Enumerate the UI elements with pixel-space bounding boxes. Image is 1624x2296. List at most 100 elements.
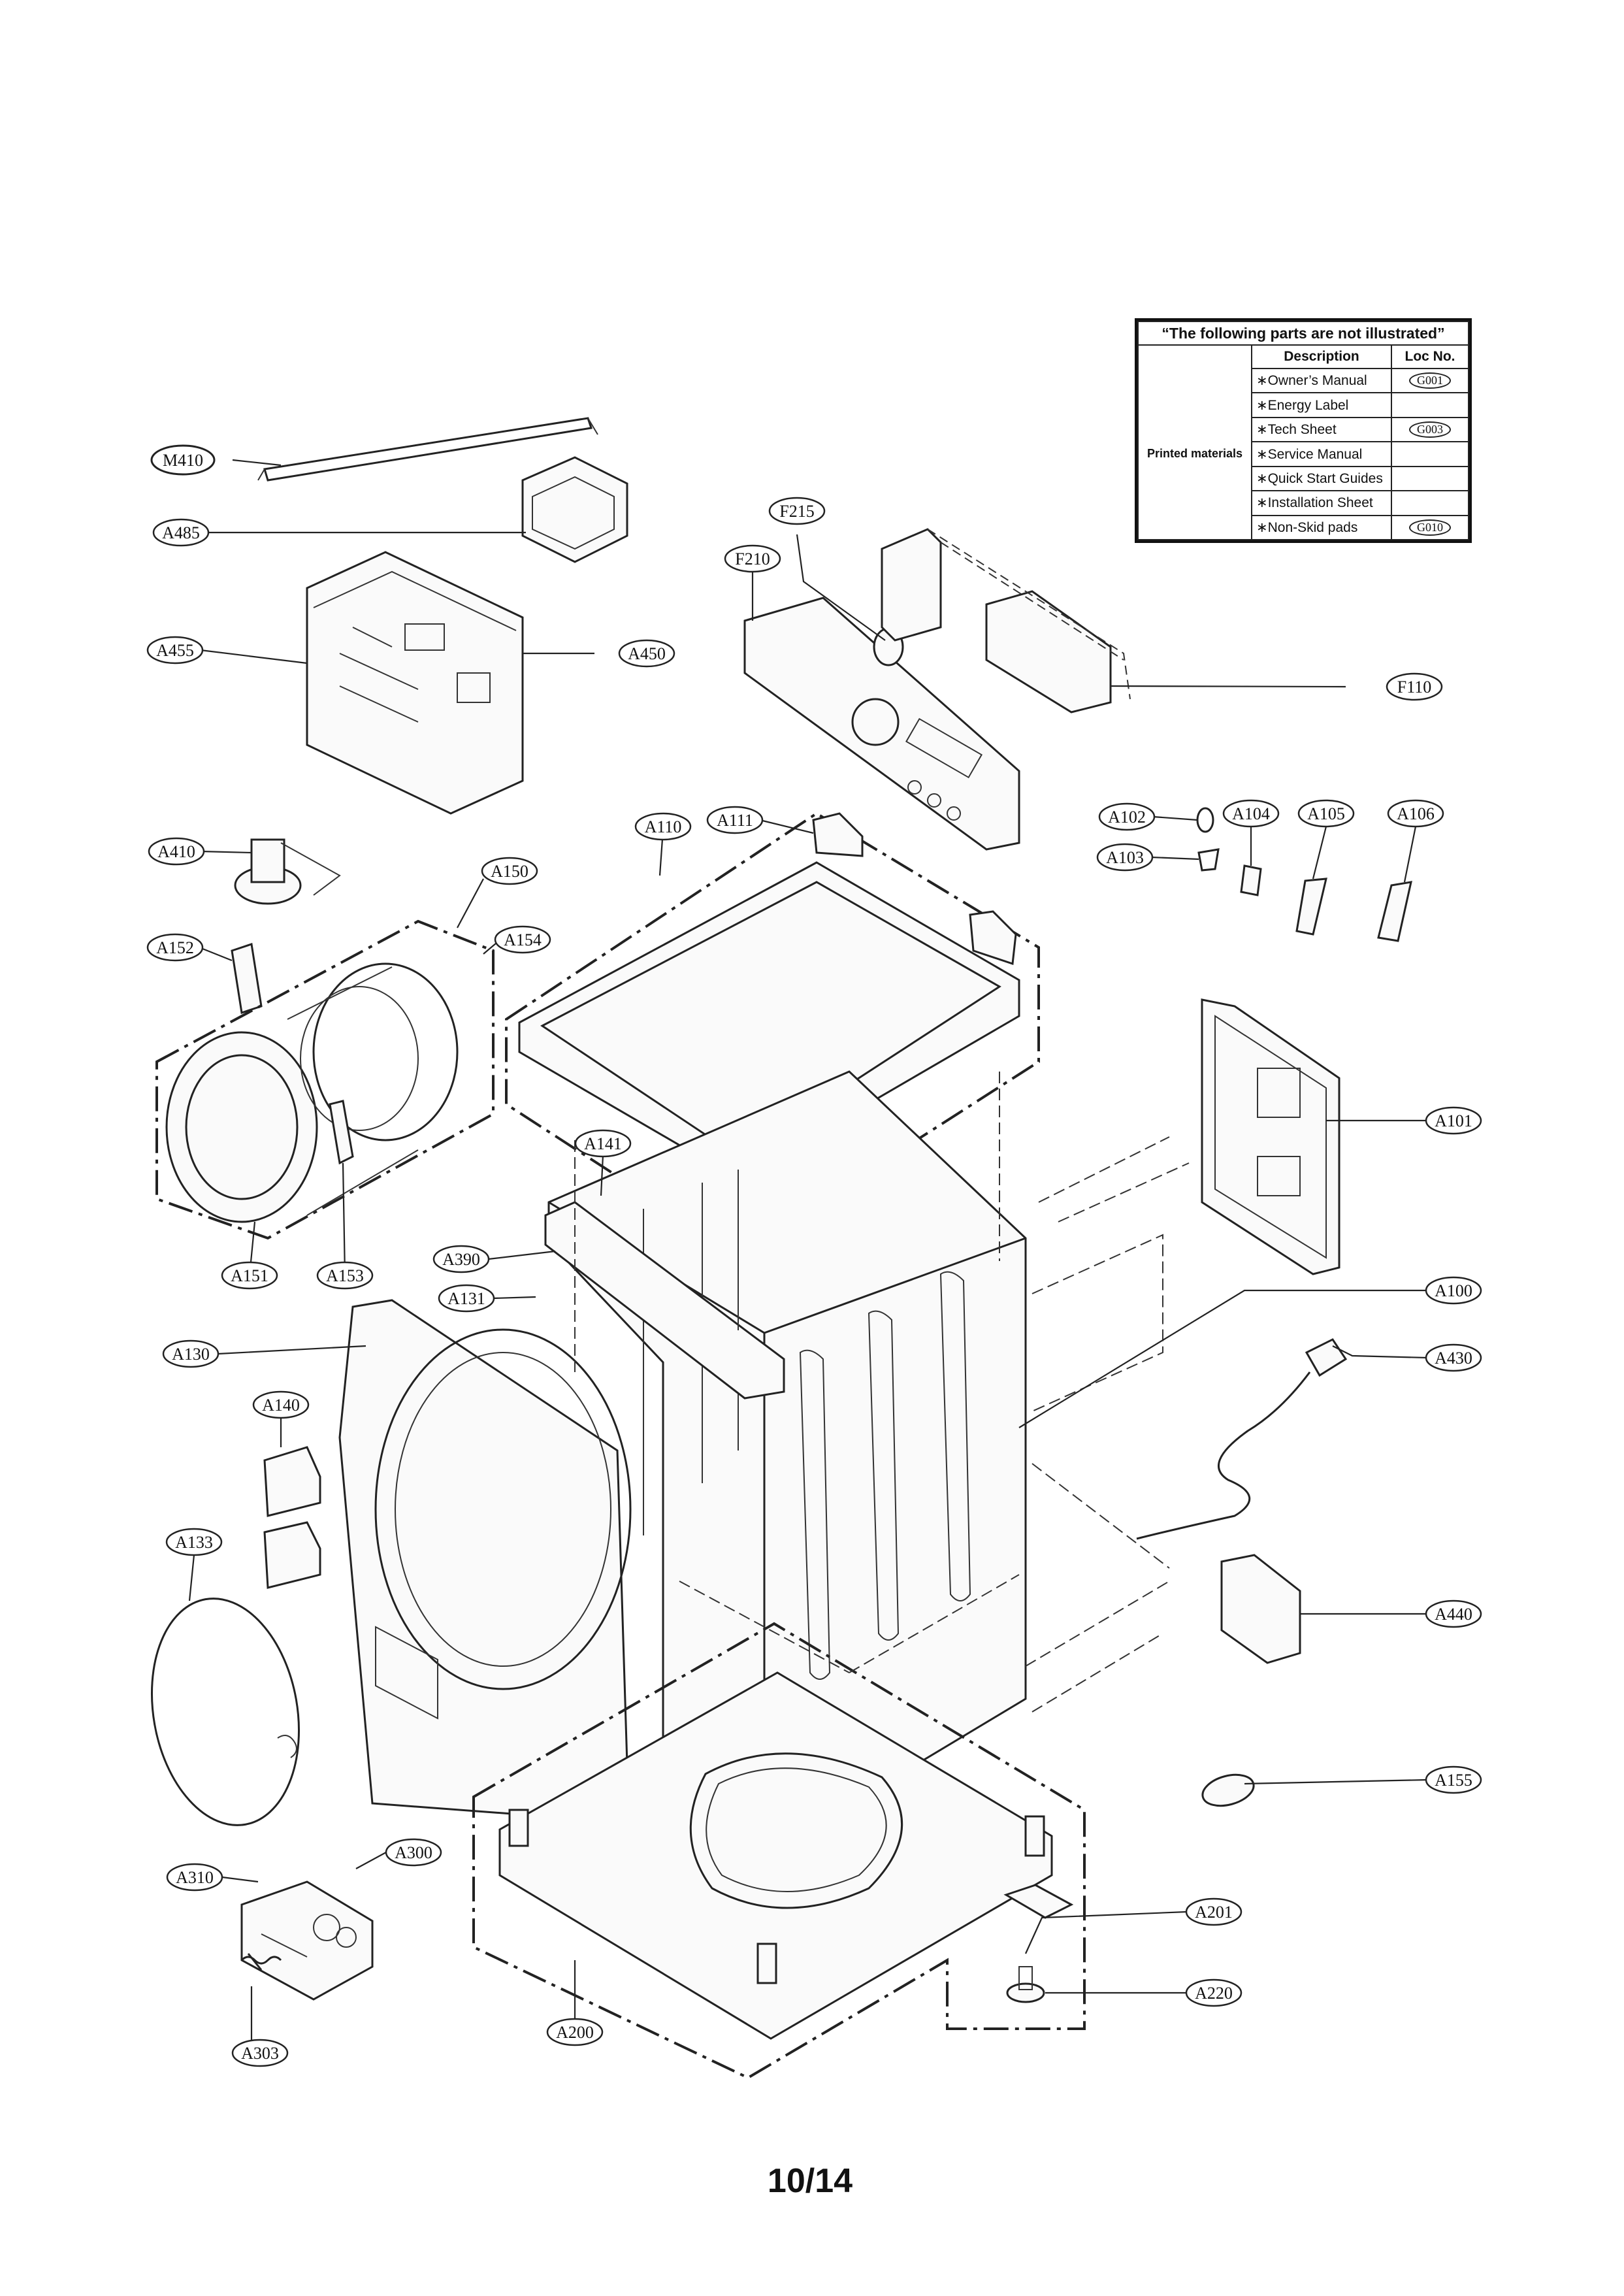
callout-A131: A131 xyxy=(438,1284,495,1313)
svg-text:A151: A151 xyxy=(231,1266,268,1285)
callout-A141: A141 xyxy=(574,1129,632,1158)
not-illustrated-parts-table: “The following parts are not illustrated… xyxy=(1135,318,1472,543)
svg-text:A220: A220 xyxy=(1195,1984,1233,2003)
callout-M410: M410 xyxy=(150,444,216,476)
callout-A150: A150 xyxy=(481,857,538,885)
callout-A102: A102 xyxy=(1098,802,1156,831)
svg-text:A150: A150 xyxy=(491,862,528,881)
table-header-description: Description xyxy=(1251,344,1392,370)
svg-text:A390: A390 xyxy=(442,1250,480,1269)
row-description: ∗Tech Sheet xyxy=(1251,416,1392,443)
svg-text:A104: A104 xyxy=(1232,804,1270,823)
svg-text:A201: A201 xyxy=(1195,1903,1233,1922)
table-header-loc: Loc No. xyxy=(1391,344,1469,370)
callout-A200: A200 xyxy=(546,2018,604,2046)
svg-text:A200: A200 xyxy=(556,2023,594,2042)
svg-text:A141: A141 xyxy=(584,1134,622,1153)
parts-table-grid: “The following parts are not illustrated… xyxy=(1137,321,1469,541)
row-loc xyxy=(1391,465,1469,492)
callout-A310: A310 xyxy=(166,1863,223,1892)
table-group-spacer xyxy=(1137,344,1252,369)
svg-text:A140: A140 xyxy=(262,1396,300,1415)
row-description: ∗Owner’s Manual xyxy=(1251,368,1392,394)
table-group-printed-materials: Printed materials xyxy=(1137,369,1252,540)
svg-text:A110: A110 xyxy=(645,817,682,836)
loc-badge: G003 xyxy=(1409,421,1451,438)
callout-A152: A152 xyxy=(146,933,204,962)
row-loc: G003 xyxy=(1391,416,1469,443)
table-row: Printed materials ∗Owner’s Manual G001 xyxy=(1137,368,1469,540)
table-row: ∗Non-Skid pads G010 xyxy=(1138,514,1469,541)
svg-text:A154: A154 xyxy=(504,930,542,949)
svg-text:A100: A100 xyxy=(1435,1281,1472,1300)
callout-A410: A410 xyxy=(148,837,205,866)
svg-text:A485: A485 xyxy=(162,523,200,542)
table-title: “The following parts are not illustrated… xyxy=(1137,321,1469,346)
callout-A220: A220 xyxy=(1185,1978,1242,2007)
callout-A151: A151 xyxy=(221,1261,278,1290)
svg-text:A410: A410 xyxy=(157,842,195,861)
table-row: ∗Energy Label xyxy=(1138,392,1469,418)
svg-text:A133: A133 xyxy=(175,1533,213,1552)
svg-text:A450: A450 xyxy=(628,644,666,663)
callout-A303: A303 xyxy=(231,2039,289,2067)
callout-labels: M410 A485 A455 A450 F215 F210 F110 A410 … xyxy=(146,444,1482,2067)
callout-A201: A201 xyxy=(1185,1897,1242,1926)
svg-text:A152: A152 xyxy=(156,938,194,957)
loc-badge: G010 xyxy=(1409,519,1451,536)
svg-text:A300: A300 xyxy=(395,1843,432,1862)
svg-text:A103: A103 xyxy=(1106,848,1144,867)
callout-A390: A390 xyxy=(432,1245,490,1273)
svg-text:F210: F210 xyxy=(735,549,770,568)
table-row: ∗Quick Start Guides xyxy=(1138,465,1469,492)
callout-A300: A300 xyxy=(385,1838,442,1867)
svg-text:A153: A153 xyxy=(326,1266,364,1285)
table-row: ∗Service Manual xyxy=(1138,441,1469,467)
row-loc xyxy=(1391,441,1469,467)
svg-text:A155: A155 xyxy=(1435,1771,1472,1790)
part-drawings xyxy=(150,417,1412,2080)
table-row: ∗Tech Sheet G003 xyxy=(1138,416,1469,443)
svg-text:A105: A105 xyxy=(1307,804,1345,823)
row-loc: G010 xyxy=(1391,514,1469,541)
callout-A430: A430 xyxy=(1425,1343,1482,1372)
row-loc xyxy=(1391,392,1469,418)
callout-A153: A153 xyxy=(316,1261,374,1290)
callout-A106: A106 xyxy=(1387,799,1444,828)
row-description: ∗Installation Sheet xyxy=(1251,490,1392,516)
callout-F210: F210 xyxy=(724,544,781,573)
callout-A104: A104 xyxy=(1222,799,1280,828)
callout-A130: A130 xyxy=(162,1339,219,1368)
svg-text:A131: A131 xyxy=(447,1289,485,1308)
callout-A450: A450 xyxy=(618,639,675,668)
loc-badge: G001 xyxy=(1409,372,1451,389)
svg-text:A101: A101 xyxy=(1435,1111,1472,1130)
leader-lines xyxy=(188,459,1428,2040)
callout-A455: A455 xyxy=(146,636,204,664)
svg-text:A440: A440 xyxy=(1435,1605,1472,1624)
callout-A155: A155 xyxy=(1425,1765,1482,1794)
svg-text:F110: F110 xyxy=(1397,678,1432,697)
svg-text:A430: A430 xyxy=(1435,1349,1472,1368)
callout-A100: A100 xyxy=(1425,1276,1482,1305)
svg-text:F215: F215 xyxy=(779,502,814,521)
callout-A101: A101 xyxy=(1425,1106,1482,1135)
svg-text:M410: M410 xyxy=(163,451,203,470)
callout-A485: A485 xyxy=(152,518,210,547)
callout-F110: F110 xyxy=(1386,672,1443,701)
callout-A103: A103 xyxy=(1096,843,1154,872)
svg-text:A102: A102 xyxy=(1108,808,1146,827)
row-loc xyxy=(1391,490,1469,516)
svg-text:A310: A310 xyxy=(176,1868,214,1887)
row-loc: G001 xyxy=(1391,368,1469,394)
svg-text:A106: A106 xyxy=(1397,804,1435,823)
row-description: ∗Quick Start Guides xyxy=(1251,465,1392,492)
callout-A105: A105 xyxy=(1297,799,1355,828)
callout-A140: A140 xyxy=(252,1390,310,1419)
row-description: ∗Non-Skid pads xyxy=(1251,514,1392,541)
callout-A110: A110 xyxy=(634,812,692,841)
svg-text:A455: A455 xyxy=(156,641,194,660)
callout-A154: A154 xyxy=(494,925,551,954)
svg-text:A303: A303 xyxy=(241,2044,279,2063)
